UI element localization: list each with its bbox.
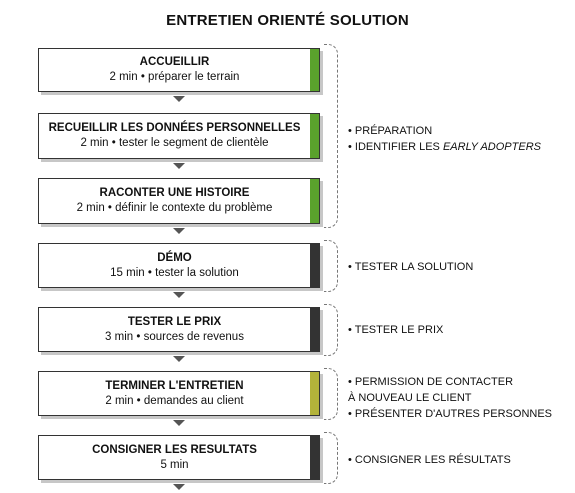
step-description: 3 min • sources de revenus	[105, 330, 244, 343]
step-accueillir: ACCUEILLIR 2 min • préparer le terrain	[38, 48, 320, 92]
step-consigner: CONSIGNER LES RESULTATS 5 min	[38, 435, 320, 480]
note-text: À NOUVEAU LE CLIENT	[348, 392, 472, 404]
note-item: • PRÉPARATION	[348, 125, 433, 137]
step-color-bar	[310, 436, 319, 479]
step-name: RACONTER UNE HISTOIRE	[99, 187, 250, 199]
down-arrow-icon	[173, 356, 185, 362]
step-demo: DÉMO 15 min • tester la solution	[38, 243, 320, 288]
step-name: RECUEILLIR LES DONNÉES PERSONNELLES	[48, 122, 301, 134]
step-name: TESTER LE PRIX	[127, 315, 222, 328]
group-brace-consigner	[324, 432, 338, 484]
notes-solution: • TESTER LA SOLUTION	[348, 259, 473, 275]
group-brace-prix	[324, 304, 338, 356]
note-emphasis: EARLY ADOPTERS	[442, 141, 541, 153]
step-description: 15 min • tester la solution	[110, 266, 239, 279]
note-text: IDENTIFIER LES	[354, 141, 443, 153]
step-color-bar	[310, 49, 319, 91]
notes-prix: • TESTER LE PRIX	[348, 322, 443, 338]
step-description: 5 min	[160, 458, 189, 471]
note-item: • TESTER LA SOLUTION	[348, 261, 474, 273]
step-color-bar	[310, 308, 319, 351]
down-arrow-icon	[173, 292, 185, 298]
notes-consigner: • CONSIGNER LES RÉSULTATS	[348, 452, 511, 468]
step-color-bar	[310, 179, 319, 223]
note-item-continuation: À NOUVEAU LE CLIENT	[348, 390, 552, 406]
step-terminer: TERMINER L'ENTRETIEN 2 min • demandes au…	[38, 371, 320, 416]
step-raconter: RACONTER UNE HISTOIRE 2 min • définir le…	[38, 178, 320, 224]
down-arrow-icon	[173, 420, 185, 426]
step-description: 2 min • demandes au client	[105, 394, 244, 407]
note-item: • TESTER LE PRIX	[348, 324, 444, 336]
note-text: PERMISSION DE CONTACTER	[354, 376, 514, 388]
group-brace-preparation	[324, 44, 338, 228]
step-name: CONSIGNER LES RESULTATS	[92, 443, 257, 456]
group-brace-terminer	[324, 368, 338, 420]
down-arrow-icon	[173, 96, 185, 102]
step-color-bar	[310, 372, 319, 415]
down-arrow-icon	[173, 228, 185, 234]
step-name: DÉMO	[157, 251, 192, 264]
step-description: 2 min • tester le segment de clientèle	[80, 137, 269, 149]
notes-preparation: • PRÉPARATION • IDENTIFIER LES EARLY ADO…	[348, 123, 541, 155]
note-item: • PERMISSION DE CONTACTER	[348, 376, 514, 388]
note-item: • PRÉSENTER D'AUTRES PERSONNES	[348, 408, 553, 420]
step-tester-prix: TESTER LE PRIX 3 min • sources de revenu…	[38, 307, 320, 352]
group-brace-solution	[324, 240, 338, 292]
down-arrow-icon	[173, 163, 185, 169]
step-name: ACCUEILLIR	[139, 56, 210, 68]
note-text: TESTER LA SOLUTION	[354, 261, 474, 273]
step-color-bar	[310, 114, 319, 158]
note-item: • IDENTIFIER LES EARLY ADOPTERS	[348, 141, 541, 153]
note-text: PRÉPARATION	[354, 125, 433, 137]
down-arrow-icon	[173, 484, 185, 490]
diagram-title: ENTRETIEN ORIENTÉ SOLUTION	[166, 12, 409, 29]
note-item: • CONSIGNER LES RÉSULTATS	[348, 454, 511, 466]
step-color-bar	[310, 244, 319, 287]
notes-terminer: • PERMISSION DE CONTACTER À NOUVEAU LE C…	[348, 374, 552, 422]
step-name: TERMINER L'ENTRETIEN	[105, 379, 244, 392]
note-text: PRÉSENTER D'AUTRES PERSONNES	[354, 408, 553, 420]
step-description: 2 min • préparer le terrain	[109, 71, 240, 83]
step-recueillir: RECUEILLIR LES DONNÉES PERSONNELLES 2 mi…	[38, 113, 320, 159]
note-text: CONSIGNER LES RÉSULTATS	[354, 454, 511, 466]
note-text: TESTER LE PRIX	[354, 324, 444, 336]
step-description: 2 min • définir le contexte du problème	[76, 202, 273, 214]
